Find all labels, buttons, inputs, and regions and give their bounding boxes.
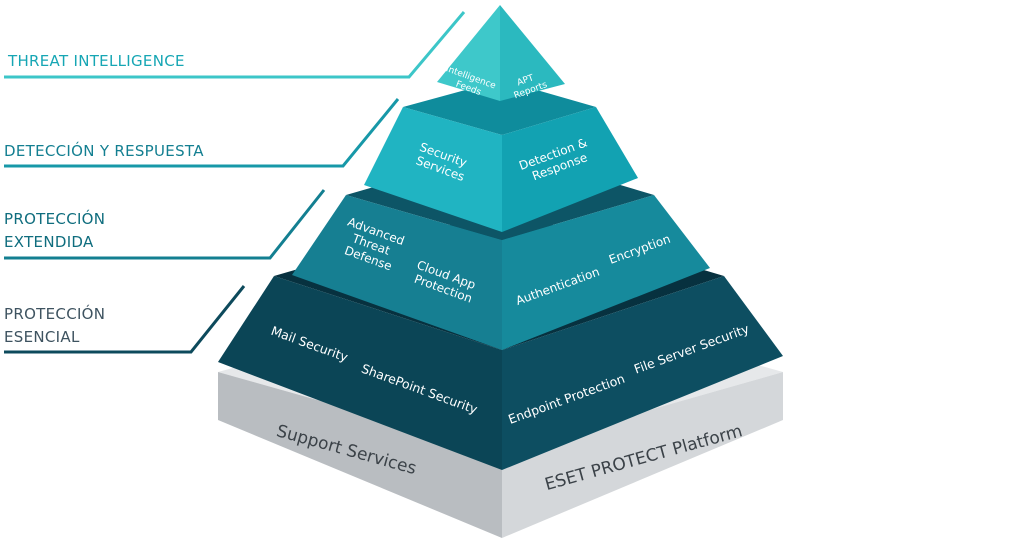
connector-line-proteccion-extendida xyxy=(4,189,326,260)
base-right-face xyxy=(502,372,783,538)
side-labels: THREAT INTELLIGENCE DETECCIÓN Y RESPUEST… xyxy=(4,11,466,354)
tier-label-deteccion-respuesta: DETECCIÓN Y RESPUESTA xyxy=(4,141,204,160)
tier3-left-face xyxy=(292,195,502,350)
connector-line-threat-intelligence xyxy=(4,11,466,79)
connector-line-proteccion-esencial xyxy=(4,285,246,354)
connector-line-deteccion-respuesta xyxy=(4,98,400,168)
tier2-top xyxy=(403,80,596,135)
tier4-right-face xyxy=(502,276,783,470)
tier4-left-face xyxy=(218,276,502,470)
tier-label-proteccion-esencial: PROTECCIÓN ESENCIAL xyxy=(4,304,110,346)
tier1-left-face xyxy=(437,5,500,101)
tier3-right-face xyxy=(502,195,710,350)
base-left-face xyxy=(218,372,502,538)
tier2-right-face xyxy=(502,107,638,232)
tier1-right-face xyxy=(500,5,565,101)
tier2-left-face xyxy=(364,107,502,232)
tier-threat-intelligence: Intelligence Feeds APT Reports xyxy=(437,5,565,101)
tier-label-proteccion-extendida: PROTECCIÓN EXTENDIDA xyxy=(4,209,110,251)
tier-label-threat-intelligence: THREAT INTELLIGENCE xyxy=(7,52,185,70)
tier-deteccion-respuesta: Security Services Detection & Response xyxy=(364,80,638,232)
